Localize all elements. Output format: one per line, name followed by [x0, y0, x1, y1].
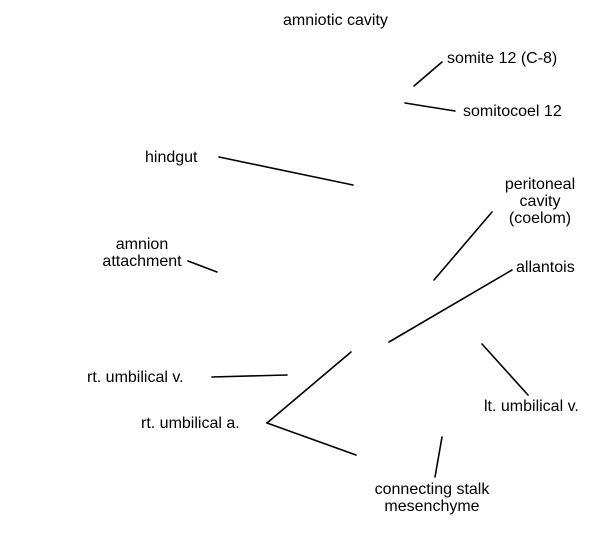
allantois-leader: [388, 269, 513, 343]
peritoneal-cavity-line-2: cavity: [519, 193, 561, 210]
label-somitocoel: somitocoel 12: [463, 103, 562, 120]
label-rt-umbilical-a: rt. umbilical a.: [141, 415, 240, 432]
amnion-attachment-line-2: attachment: [102, 253, 182, 270]
label-allantois: allantois: [516, 259, 575, 276]
somitocoel-leader: [404, 102, 456, 112]
rt-umbilical-v-text: rt. umbilical v.: [87, 369, 184, 386]
peritoneal-cavity-line-1: peritoneal: [504, 176, 576, 193]
label-amniotic-cavity: amniotic cavity: [283, 12, 388, 29]
label-connecting-stalk: connecting stalk mesenchyme: [352, 481, 512, 515]
somite-leader: [413, 61, 443, 87]
connecting-stalk-line-1: connecting stalk: [374, 481, 490, 498]
peritoneal-cavity-line-3: (coelom): [508, 210, 572, 227]
rt-umbilical-a-leader-upper: [266, 351, 352, 424]
rt-umbilical-a-text: rt. umbilical a.: [141, 415, 240, 432]
label-somite: somite 12 (C-8): [447, 50, 557, 67]
rt-umbilical-a-leader-lower: [266, 422, 357, 456]
label-peritoneal-cavity: peritoneal cavity (coelom): [495, 176, 585, 227]
somitocoel-text: somitocoel 12: [463, 103, 562, 120]
allantois-text: allantois: [516, 259, 575, 276]
connecting-stalk-leader: [434, 436, 443, 478]
label-amnion-attachment: amnion attachment: [98, 236, 186, 270]
label-hindgut: hindgut: [145, 149, 198, 166]
amnion-attachment-line-1: amnion: [115, 236, 169, 253]
connecting-stalk-line-2: mesenchyme: [384, 498, 480, 515]
amniotic-cavity-text: amniotic cavity: [283, 12, 388, 29]
rt-umbilical-v-leader: [211, 374, 288, 378]
hindgut-text: hindgut: [145, 149, 198, 166]
label-lt-umbilical-v: lt. umbilical v.: [484, 398, 579, 415]
amnion-attachment-leader: [187, 260, 218, 273]
label-rt-umbilical-v: rt. umbilical v.: [87, 369, 184, 386]
lt-umbilical-v-text: lt. umbilical v.: [484, 398, 579, 415]
lt-umbilical-v-leader: [481, 343, 529, 396]
somite-text: somite 12 (C-8): [447, 50, 558, 67]
peritoneal-cavity-leader: [433, 211, 493, 281]
hindgut-leader: [218, 156, 354, 186]
